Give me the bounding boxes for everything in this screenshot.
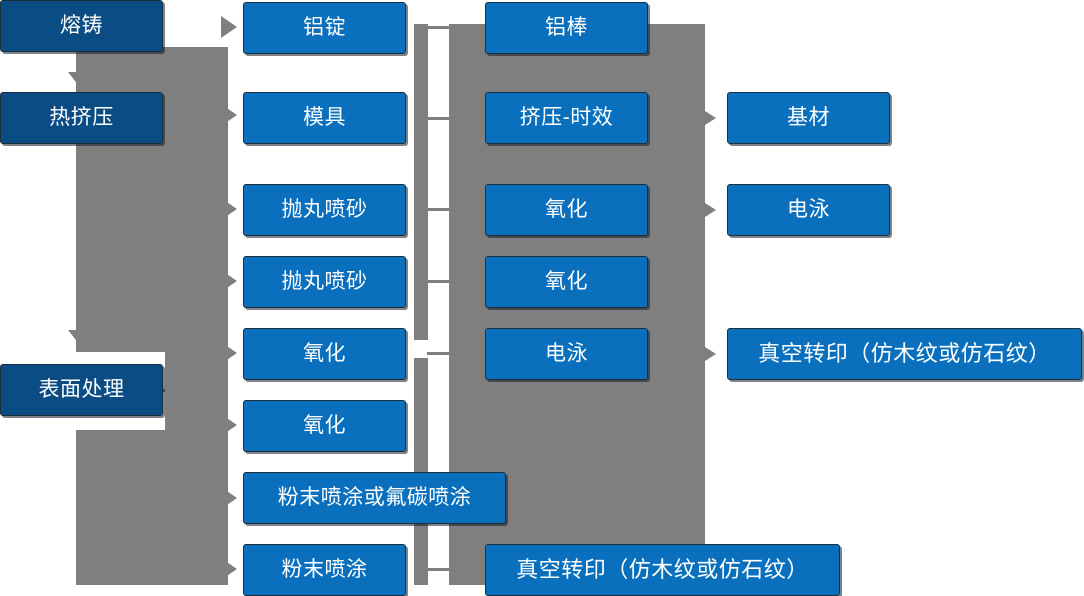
input-label-3: 抛丸喷砂 [281,198,368,222]
input-box-shot-blasting-1[interactable]: 抛丸喷砂 [243,184,406,236]
stage-label-surface-treatment: 表面处理 [38,378,125,402]
process-box-oxidation-2[interactable]: 氧化 [485,256,648,308]
rail-link-3 [427,208,451,211]
connector-rail-inputs [414,24,428,585]
process-box-oxidation-1[interactable]: 氧化 [485,184,648,236]
output-label-2: 电泳 [787,198,830,222]
output-box-substrate[interactable]: 基材 [727,92,890,144]
input-box-shot-blasting-2[interactable]: 抛丸喷砂 [243,256,406,308]
arrow-stem-output-3 [700,352,710,356]
stage-label-hot-extrusion: 热挤压 [49,106,114,130]
output-label-1: 基材 [787,106,830,130]
output-box-electrophoresis[interactable]: 电泳 [727,184,890,236]
input-box-aluminum-ingot[interactable]: 铝锭 [243,2,406,54]
connector-trunk-notch-left [0,47,76,97]
input-box-powder-coating[interactable]: 粉末喷涂 [243,544,406,596]
input-box-powder-or-fluorocarbon-coating[interactable]: 粉末喷涂或氟碳喷涂 [243,472,506,524]
rail-link-6 [427,568,451,571]
input-label-1: 铝锭 [303,16,346,40]
arrow-down-to-surface-treatment [68,330,90,344]
input-label-4: 抛丸喷砂 [281,270,368,294]
input-label-6: 氧化 [303,414,346,438]
arrow-to-output-2 [705,203,716,217]
input-box-oxidation-1[interactable]: 氧化 [243,328,406,380]
output-box-vacuum-transfer-print[interactable]: 真空转印（仿木纹或仿石纹） [727,328,1082,380]
input-box-oxidation-2[interactable]: 氧化 [243,400,406,452]
arrow-to-input-7 [221,487,237,509]
process-box-vacuum-transfer-print[interactable]: 真空转印（仿木纹或仿石纹） [485,544,840,596]
process-label-3: 氧化 [545,198,588,222]
arrow-to-input-5 [221,342,237,364]
input-label-2: 模具 [303,106,346,130]
input-box-mold[interactable]: 模具 [243,92,406,144]
input-label-8: 粉末喷涂 [281,558,368,582]
process-box-extrusion-aging[interactable]: 挤压-时效 [485,92,648,144]
arrow-to-input-8 [221,558,237,580]
rail-link-1 [427,26,451,29]
arrow-down-smelting-to-extrusion [68,72,90,86]
arrow-to-output-3 [705,347,716,361]
process-label-6: 真空转印（仿木纹或仿石纹） [516,556,809,582]
connector-rail-break [414,340,428,358]
arrow-to-input-4 [221,270,237,292]
stage-box-hot-extrusion[interactable]: 热挤压 [0,92,163,144]
output-label-3: 真空转印（仿木纹或仿石纹） [758,340,1051,366]
arrow-stem-output-1 [700,116,710,120]
input-label-7: 粉末喷涂或氟碳喷涂 [277,486,472,510]
arrow-to-output-1 [705,111,716,125]
stage-box-smelting[interactable]: 熔铸 [0,0,163,52]
stage-label-smelting: 熔铸 [60,14,103,38]
arrow-to-input-2 [221,104,237,126]
arrow-to-input-3 [221,198,237,220]
connector-trunk-notch-top [165,0,228,47]
arrow-to-input-6 [221,414,237,436]
rail-link-4 [427,280,451,283]
arrow-stem-output-2 [700,208,710,212]
link-surface-treatment-to-trunk [163,389,185,392]
process-box-electrophoresis[interactable]: 电泳 [485,328,648,380]
input-label-5: 氧化 [303,342,346,366]
process-box-aluminum-bar[interactable]: 铝棒 [485,2,648,54]
process-label-1: 铝棒 [545,16,588,40]
rail-link-2 [427,117,451,120]
rail-link-5 [427,352,451,355]
stage-box-surface-treatment[interactable]: 表面处理 [0,364,163,416]
process-label-4: 氧化 [545,270,588,294]
arrow-to-input-1 [221,16,237,38]
process-label-5: 电泳 [545,342,588,366]
process-label-2: 挤压-时效 [519,106,614,130]
